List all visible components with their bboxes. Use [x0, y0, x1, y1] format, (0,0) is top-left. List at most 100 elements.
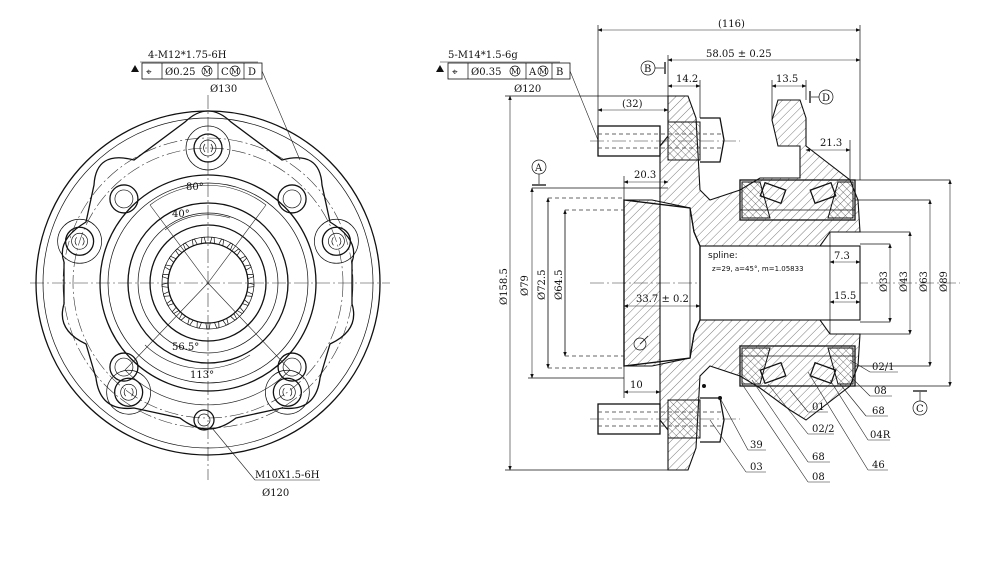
hub-ring-4 [137, 212, 279, 354]
section-gdt-ref2: B [556, 67, 563, 78]
bottom-threaded-hole-inner [197, 413, 211, 427]
section-gdt-ref1: A [528, 67, 537, 78]
bottom-threaded-hole [193, 409, 215, 431]
angle-ray-1 [149, 204, 209, 284]
section-view: (116) 58.05 ± 0.25 14.2 13.5 (32) 21.3 2… [436, 19, 960, 483]
threaded-hole-inner [114, 189, 134, 209]
stud-mark [331, 237, 342, 246]
angle-arc-40 [164, 214, 231, 231]
length-32-label: (32) [622, 99, 643, 110]
dia-33-label: Ø33 [879, 271, 890, 292]
bolt-circle-130 [62, 137, 354, 429]
stud-head [193, 133, 223, 163]
front-gdt-mod1: M [203, 67, 211, 76]
stud-mark [123, 388, 134, 397]
part-03: 03 [750, 462, 763, 473]
flange-outline [61, 110, 355, 430]
front-gdt-triangle [131, 65, 139, 72]
stud-head [272, 377, 303, 407]
angle-arc-80 [149, 184, 267, 206]
dia-64-label: Ø64.5 [554, 270, 565, 300]
spline-tooth-profile [161, 236, 255, 330]
angle-ray-4 [207, 282, 291, 371]
front-gdt-mod2: M [231, 67, 239, 76]
datum-c-label: C [916, 404, 924, 415]
angle-arc-113 [124, 369, 291, 406]
bottom-thread-label: M10X1.5-6H [255, 470, 320, 481]
stud-core [279, 383, 296, 401]
section-gdt-tolerance: Ø0.35 [471, 67, 501, 78]
hub-ring-2 [107, 182, 309, 384]
stud-boss [57, 218, 102, 264]
stud-mark [74, 237, 85, 246]
front-view: 80° 40° 56.5° 113° 4-M12*1.75-6H ⌖ Ø0.25… [30, 50, 390, 499]
threaded-hole-inner [282, 357, 302, 377]
front-callout-leader [261, 70, 301, 161]
part-08-b: 08 [812, 472, 825, 483]
front-holes [57, 125, 359, 431]
angle-56-label: 56.5° [172, 342, 199, 353]
length-58-label: 58.05 ± 0.25 [706, 49, 772, 60]
stud-core [199, 139, 217, 157]
front-gdt-ref1: C [221, 67, 229, 78]
stud-boss [185, 125, 231, 171]
length-14-label: 14.2 [676, 74, 698, 85]
part-02-1: 02/1 [872, 362, 894, 373]
stud-head [321, 226, 352, 256]
dia-63-label: Ø63 [919, 271, 930, 292]
datum-b-label: B [644, 64, 651, 75]
section-gdt-triangle [436, 65, 444, 72]
part-01: 01 [812, 402, 825, 413]
part-08-a: 08 [874, 386, 887, 397]
hub-ring-3 [127, 202, 289, 364]
length-15-label: 15.5 [834, 291, 856, 302]
length-20-label: 20.3 [634, 170, 656, 181]
angle-113-label: 113° [190, 370, 214, 381]
stud-head [113, 377, 144, 407]
stud-boss [314, 218, 359, 264]
section-gdt-mod1: M [511, 67, 519, 76]
part-02-2: 02/2 [812, 424, 834, 435]
section-gdt-mod2: M [539, 67, 547, 76]
front-pcd-label: Ø130 [210, 84, 237, 95]
dia-89-label: Ø89 [939, 271, 950, 292]
length-7-label: 7.3 [834, 251, 850, 262]
angle-arc-56 [144, 344, 251, 369]
stud-core [71, 232, 88, 250]
spline-teeth [161, 236, 255, 330]
length-10-label: 10 [630, 380, 643, 391]
hub-ring-5 [149, 224, 267, 342]
stud-boss [265, 369, 310, 415]
threaded-hole [277, 352, 307, 382]
length-33-label: 33.7 ± 0.2 [636, 294, 689, 305]
section-pcd-label: Ø120 [514, 84, 541, 95]
threaded-hole-inner [114, 357, 134, 377]
dia-79-label: Ø79 [520, 275, 531, 296]
bottom-callout-leader [211, 427, 256, 481]
part-39: 39 [750, 440, 763, 451]
threaded-hole [277, 184, 307, 214]
part-68-b: 68 [812, 452, 825, 463]
part-04r: 04R [870, 430, 891, 441]
length-21-label: 21.3 [820, 138, 842, 149]
part-68-a: 68 [872, 406, 885, 417]
bolt-circle-120 [72, 147, 344, 419]
stud-boss [106, 369, 151, 415]
outer-disc-chamfer [42, 117, 374, 449]
stud-core [328, 232, 345, 250]
lower-bearing [739, 345, 856, 387]
spline-spec: z=29, a=45°, m=1.05833 [712, 265, 804, 273]
overall-length-label: (116) [718, 19, 745, 30]
length-13-label: 13.5 [776, 74, 798, 85]
front-gdt-tolerance: Ø0.25 [165, 67, 195, 78]
angle-80-label: 80° [186, 182, 204, 193]
part-leaders [702, 359, 898, 483]
stud-core [120, 383, 137, 401]
front-thread-callout: 4-M12*1.75-6H [148, 50, 227, 61]
hub-outer-ring [99, 174, 317, 392]
section-gdt-position: ⌖ [452, 67, 458, 78]
threaded-hole-inner [282, 189, 302, 209]
front-gdt-ref2: D [248, 67, 256, 78]
stud-head [64, 226, 95, 256]
